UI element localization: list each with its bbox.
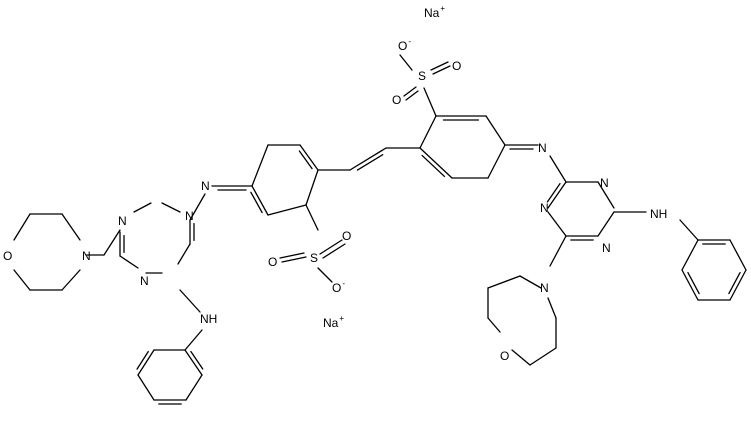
nitrogen-atom: N — [600, 176, 609, 190]
sodium-ion-charge: + — [339, 314, 344, 323]
oxygen-atom: O — [332, 281, 341, 295]
bond-92 — [529, 347, 557, 366]
bond-68 — [546, 182, 561, 203]
bond-58 — [423, 87, 437, 117]
bond-57 — [421, 154, 446, 178]
oxygen-atom: O — [392, 93, 401, 107]
bond-80 — [729, 269, 747, 301]
oxygen-atom: O — [500, 349, 509, 363]
bond-61 — [432, 65, 451, 75]
bond-38 — [251, 185, 269, 216]
bond-63 — [405, 90, 419, 101]
bond-37 — [267, 204, 307, 216]
nitrogen-atom: N — [185, 209, 194, 223]
bond-73 — [597, 181, 615, 209]
oxygen-atom-charge: - — [408, 37, 411, 46]
bond-83 — [681, 269, 699, 301]
bond-87 — [519, 275, 542, 289]
oxygen-atom-charge: - — [342, 279, 345, 288]
nitrogen-atom: N — [140, 274, 149, 288]
nitrogen-atom: N — [118, 214, 127, 228]
bond-45 — [317, 267, 333, 283]
nitrogen-atom: N — [201, 179, 210, 193]
oxygen-atom: O — [342, 229, 351, 243]
bond-66 — [549, 155, 567, 183]
bond-54 — [487, 144, 506, 179]
amine-group: NH — [200, 312, 217, 326]
bond-3 — [61, 213, 81, 241]
nitrogen-atom: N — [540, 281, 549, 295]
amine-group: NH — [650, 207, 667, 221]
oxygen-atom: O — [268, 255, 277, 269]
bond-19 — [179, 289, 201, 313]
bond-91 — [511, 349, 531, 366]
nitrogen-atom: N — [602, 241, 611, 255]
bond-13 — [177, 243, 191, 265]
bond-48 — [356, 154, 384, 171]
bond-60 — [430, 61, 449, 71]
bond-85 — [681, 239, 699, 271]
bond-86 — [549, 235, 567, 267]
bond-39 — [250, 191, 263, 214]
bond-76 — [679, 219, 699, 241]
bond-1 — [13, 213, 31, 241]
bond-84 — [687, 271, 700, 295]
bond-6 — [13, 269, 31, 291]
bond-59 — [399, 54, 413, 71]
nitrogen-atom: N — [82, 249, 91, 263]
bond-4 — [61, 269, 81, 291]
sodium-ion: Na — [323, 316, 339, 330]
bond-72 — [597, 211, 615, 237]
oxygen-atom: O — [452, 59, 461, 73]
bonds — [13, 54, 747, 405]
bond-67 — [547, 181, 567, 209]
bond-36 — [305, 169, 319, 206]
bond-41 — [319, 239, 343, 255]
sulfur-atom: S — [310, 251, 318, 265]
bond-42 — [322, 243, 346, 259]
bond-69 — [547, 211, 567, 237]
bond-24 — [137, 374, 155, 401]
bond-34 — [299, 144, 319, 171]
bond-8 — [103, 229, 121, 256]
oxygen-atom: O — [398, 39, 407, 53]
oxygen-atom: O — [3, 249, 12, 263]
nitrogen-atom: N — [538, 141, 547, 155]
bond-29 — [190, 350, 204, 370]
bond-23 — [136, 350, 149, 370]
bond-79 — [729, 239, 747, 271]
bond-27 — [185, 374, 203, 401]
bond-22 — [137, 349, 155, 376]
bond-43 — [281, 256, 307, 263]
bond-56 — [419, 147, 453, 179]
bond-44 — [279, 252, 305, 259]
bond-35 — [298, 150, 313, 170]
bond-15 — [119, 255, 139, 269]
bond-94 — [547, 297, 557, 319]
bond-53 — [485, 115, 506, 146]
sulfur-atom: S — [418, 69, 426, 83]
bond-90 — [487, 317, 501, 333]
bond-32 — [251, 144, 269, 187]
bond-9 — [133, 202, 152, 213]
bond-40 — [305, 204, 319, 231]
bond-88 — [487, 275, 521, 289]
bond-28 — [184, 349, 203, 376]
sodium-ion: Na — [424, 6, 440, 20]
bond-50 — [419, 115, 437, 149]
bond-20 — [184, 329, 203, 351]
bond-10 — [161, 202, 181, 213]
bond-62 — [403, 86, 417, 97]
sodium-ion-charge: + — [440, 4, 445, 13]
nitrogen-atom: N — [540, 201, 549, 215]
bond-47 — [349, 147, 387, 171]
bond-18 — [189, 193, 206, 221]
bond-81 — [728, 271, 741, 295]
